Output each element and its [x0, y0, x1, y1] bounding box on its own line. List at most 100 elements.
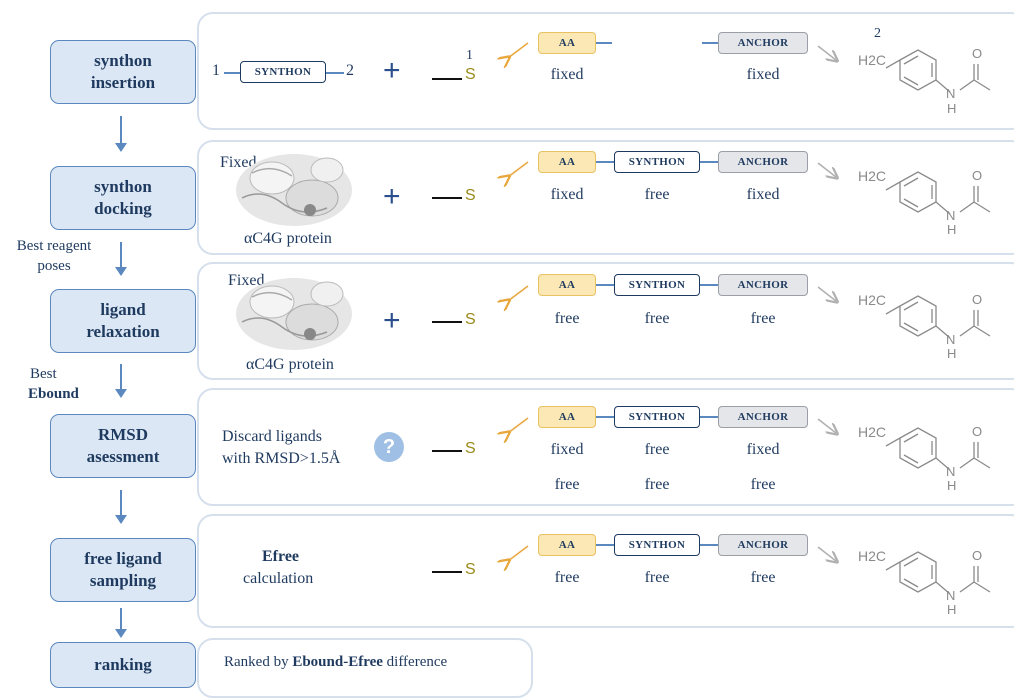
synthon-box: SYNTHON — [614, 151, 700, 173]
chain-connector — [596, 416, 614, 418]
mol-o-label: O — [972, 168, 983, 183]
mol-h2c-label: H2C — [858, 292, 887, 308]
mol-o-label: O — [972, 424, 983, 439]
step-free-ligand-sampling: free ligand sampling — [50, 538, 196, 602]
flow-arrow — [115, 629, 127, 638]
sulfur-label: S — [465, 561, 476, 578]
flow-line — [120, 116, 122, 144]
mol-h-label: H — [947, 602, 957, 617]
synthon-state: free — [644, 569, 670, 586]
step-rmsd-assessment: RMSD asessment — [50, 414, 196, 478]
flow-line — [120, 490, 122, 516]
protein-fixed-label: Fixed — [220, 154, 257, 171]
anchor-state: fixed — [746, 66, 780, 83]
flow-arrow — [115, 143, 127, 152]
flow-arrow — [115, 389, 127, 398]
mol-n-label: N — [946, 588, 956, 603]
step-ligand-relaxation: ligand relaxation — [50, 289, 196, 353]
mol-n-label: N — [946, 86, 956, 101]
anchor-state: free — [750, 569, 776, 586]
insertion-connector — [326, 72, 344, 74]
rmsd-text-line1: Discard ligands — [222, 428, 322, 445]
anchor-box: ANCHOR — [718, 406, 808, 428]
question-icon: ? — [374, 432, 404, 462]
chain-connector — [596, 42, 612, 44]
mol-o-label: O — [972, 46, 983, 61]
aa-state: fixed — [550, 441, 584, 458]
anchor-state: fixed — [746, 186, 780, 203]
plus-icon: + — [383, 180, 401, 213]
best-reagent-label: Best reagent poses — [16, 238, 92, 274]
chain-connector — [596, 161, 614, 163]
synthon-box: SYNTHON — [614, 406, 700, 428]
insertion-connector — [224, 72, 242, 74]
flow-arrow — [115, 515, 127, 524]
chain-connector — [700, 284, 718, 286]
panel-rmsd-assessment — [197, 388, 1014, 506]
anchor-state: fixed — [746, 441, 780, 458]
anchor-box: ANCHOR — [718, 274, 808, 296]
mol-h2c-label: H2C — [858, 52, 887, 68]
thiol-bond — [432, 571, 462, 573]
synthon-state: free — [644, 186, 670, 203]
anchor-box: ANCHOR — [718, 151, 808, 173]
chain-connector — [702, 42, 718, 44]
thiol-bond — [432, 197, 462, 199]
insertion-right-num: 2 — [346, 62, 354, 79]
aa-box: AA — [538, 534, 596, 556]
mol-h-label: H — [947, 346, 957, 361]
mol-h-label: H — [947, 478, 957, 493]
sulfur-num: 1 — [466, 48, 473, 63]
synthon-state: free — [644, 310, 670, 327]
efree-title: Efree — [262, 548, 300, 565]
ebound-label: Ebound — [28, 386, 79, 402]
flow-line — [120, 608, 122, 630]
thiol-bond — [432, 450, 462, 452]
anchor-state-alt: free — [750, 476, 776, 493]
aa-box: AA — [538, 32, 596, 54]
synthon-box: SYNTHON — [614, 534, 700, 556]
aa-state-alt: free — [554, 476, 580, 493]
aa-state: fixed — [550, 66, 584, 83]
step-synthon-docking: synthon docking — [50, 166, 196, 230]
synthon-state: free — [644, 441, 670, 458]
step-ranking: ranking — [50, 642, 196, 688]
panel-free-ligand-sampling — [197, 514, 1014, 628]
aa-state: free — [554, 310, 580, 327]
chain-connector — [700, 416, 718, 418]
mol-n-label: N — [946, 208, 956, 223]
insertion-synthon-box: SYNTHON — [240, 61, 326, 83]
mol-h2c-label: H2C — [858, 424, 887, 440]
mol-o-label: O — [972, 292, 983, 307]
protein-name: αC4G protein — [246, 356, 334, 373]
aa-box: AA — [538, 274, 596, 296]
aa-state: fixed — [550, 186, 584, 203]
thiol-bond — [432, 78, 462, 80]
aa-state: free — [554, 569, 580, 586]
flow-line — [120, 364, 122, 390]
aa-box: AA — [538, 151, 596, 173]
mol-h-label: H — [947, 222, 957, 237]
plus-icon: + — [383, 54, 401, 87]
protein-fixed-label: Fixed — [228, 272, 265, 289]
panel-synthon-insertion — [197, 12, 1014, 130]
chain-connector — [700, 161, 718, 163]
flow-arrow — [115, 267, 127, 276]
synthon-state-alt: free — [644, 476, 670, 493]
chain-connector — [596, 544, 614, 546]
sulfur-label: S — [465, 187, 476, 204]
sulfur-label: S — [465, 440, 476, 457]
aa-box: AA — [538, 406, 596, 428]
mol-h2c-label: H2C — [858, 548, 887, 564]
thiol-bond — [432, 321, 462, 323]
protein-surface-image — [236, 154, 352, 226]
chain-connector — [700, 544, 718, 546]
chain-connector — [596, 284, 614, 286]
step-synthon-insertion: synthon insertion — [50, 40, 196, 104]
synthon-box: SYNTHON — [614, 274, 700, 296]
anchor-box: ANCHOR — [718, 32, 808, 54]
flow-line — [120, 242, 122, 268]
insertion-left-num: 1 — [212, 62, 220, 79]
plus-icon: + — [383, 304, 401, 337]
mol-h2c-label: H2C — [858, 168, 887, 184]
